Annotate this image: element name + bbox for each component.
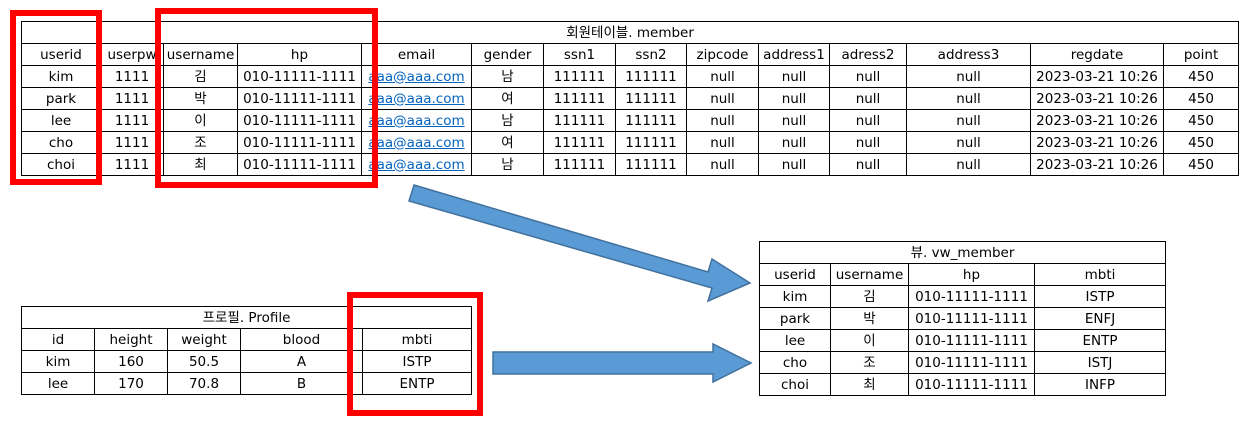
column-header: height	[94, 328, 168, 351]
table-cell: 1111	[100, 131, 164, 154]
table-cell: 2023-03-21 10:26	[1030, 65, 1164, 88]
table-cell: park	[21, 87, 101, 110]
column-header: gender	[471, 43, 544, 66]
arrow-profile-to-view	[492, 342, 753, 384]
column-header: adress2	[829, 43, 907, 66]
table-cell: ENTP	[362, 372, 472, 395]
column-header: hp	[908, 263, 1035, 286]
table-cell: null	[758, 87, 830, 110]
table-cell: 450	[1162, 153, 1240, 176]
column-header: point	[1162, 43, 1240, 66]
table-cell: INFP	[1033, 373, 1167, 396]
table-cell: choi	[21, 153, 101, 176]
table-cell: 남	[471, 65, 544, 88]
table-cell: 2023-03-21 10:26	[1030, 153, 1164, 176]
email-link[interactable]: aaa@aaa.com	[368, 156, 465, 173]
table-cell: null	[686, 153, 759, 176]
table-cell: 최	[830, 373, 909, 396]
table-cell: 최	[163, 153, 238, 176]
column-header: mbti	[1033, 263, 1167, 286]
table-cell: ISTP	[362, 350, 472, 373]
email-link[interactable]: aaa@aaa.com	[368, 112, 465, 129]
column-header: hp	[237, 43, 362, 66]
table-cell[interactable]: aaa@aaa.com	[361, 131, 472, 154]
arrow-member-to-view	[408, 184, 752, 303]
table-cell: 111111	[615, 87, 687, 110]
table-cell: ENFJ	[1033, 307, 1167, 330]
table-cell: choi	[759, 373, 831, 396]
table-cell: 010-11111-1111	[237, 131, 362, 154]
email-link[interactable]: aaa@aaa.com	[368, 134, 465, 151]
table-cell: 111111	[615, 131, 687, 154]
email-link[interactable]: aaa@aaa.com	[368, 68, 465, 85]
email-link[interactable]: aaa@aaa.com	[368, 90, 465, 107]
table-cell: 111111	[543, 153, 616, 176]
table-cell: null	[758, 153, 830, 176]
table-cell: null	[829, 65, 907, 88]
column-header: username	[830, 263, 909, 286]
table-cell: 111111	[615, 153, 687, 176]
table-cell: ISTJ	[1033, 351, 1167, 374]
table-cell: 010-11111-1111	[237, 153, 362, 176]
table-cell: 010-11111-1111	[237, 109, 362, 132]
table-cell: null	[906, 153, 1031, 176]
table-cell: 010-11111-1111	[908, 373, 1035, 396]
table-cell[interactable]: aaa@aaa.com	[361, 65, 472, 88]
table-cell: 111111	[615, 109, 687, 132]
table-cell: 1111	[100, 153, 164, 176]
table-cell: 170	[94, 372, 168, 395]
table-cell: null	[829, 153, 907, 176]
table-cell: 남	[471, 153, 544, 176]
table-cell: null	[906, 131, 1031, 154]
column-header: blood	[240, 328, 363, 351]
table-cell: 조	[830, 351, 909, 374]
table-cell: 111111	[543, 65, 616, 88]
table-cell[interactable]: aaa@aaa.com	[361, 153, 472, 176]
table-cell: null	[758, 109, 830, 132]
table-cell: 160	[94, 350, 168, 373]
table-cell: 450	[1162, 87, 1240, 110]
table-cell: 1111	[100, 65, 164, 88]
table-cell[interactable]: aaa@aaa.com	[361, 87, 472, 110]
table-cell: 111111	[543, 87, 616, 110]
table-cell: 이	[830, 329, 909, 352]
table-cell: null	[906, 65, 1031, 88]
